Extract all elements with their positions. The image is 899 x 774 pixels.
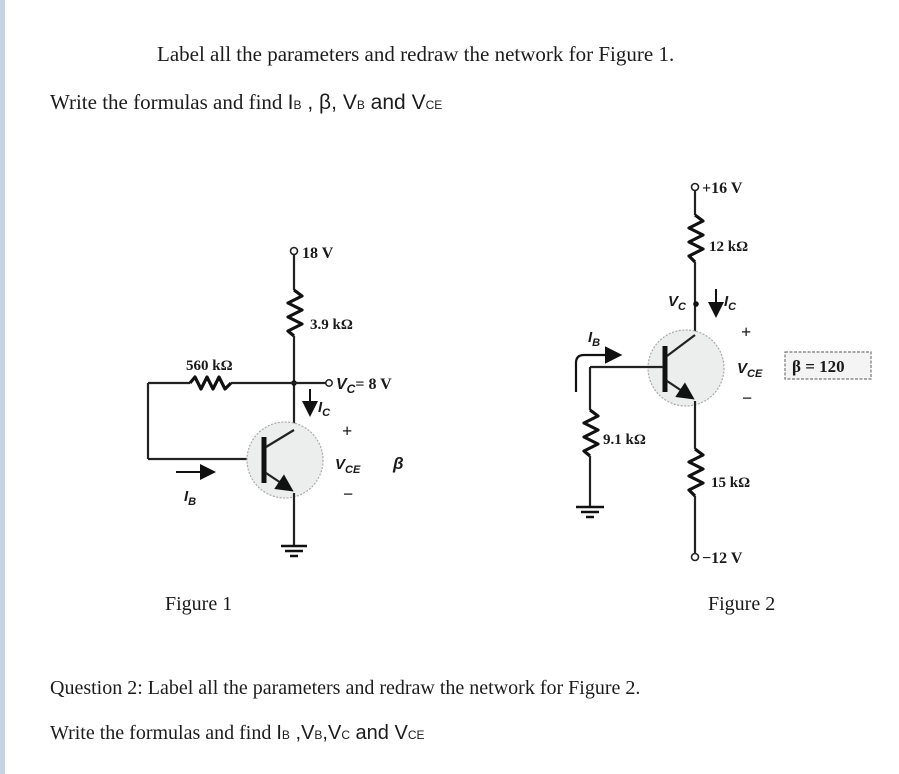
fig2-supply-pos-label: +16 V <box>702 180 743 197</box>
fig2-ib-arrow-icon <box>574 346 623 392</box>
fig2-re-label: 15 kΩ <box>711 475 750 491</box>
figure2-circuit: +16 V 12 kΩ VC IC IB 9.1 kΩ <box>574 180 872 567</box>
task-item-vb: V <box>301 722 315 744</box>
supply-terminal-icon <box>289 246 299 256</box>
task-item-ib: IB , β, VB and VCE <box>287 91 443 114</box>
task-item-vc: V <box>327 722 342 744</box>
figure1-circuit: 18 V 3.9 kΩ VC= 8 V 560 kΩ IC IB <box>146 245 404 558</box>
figure1-caption: Figure 1 <box>165 593 233 615</box>
fig2-rc-resistor <box>687 213 705 264</box>
supply-terminal-icon <box>690 552 700 562</box>
fig1-ground-icon <box>281 544 307 558</box>
fig1-rb-resistor <box>188 375 233 391</box>
fig1-rc-label: 3.9 kΩ <box>310 317 353 333</box>
fig2-vce-plus: + <box>741 322 751 342</box>
task-prefix: Write the formulas and find <box>50 90 288 114</box>
supply-terminal-icon <box>690 182 700 192</box>
fig2-beta-box: β = 120 <box>784 351 872 380</box>
fig1-npn-transistor-icon <box>246 421 324 545</box>
fig2-vc-label: VC <box>668 293 687 313</box>
question2-task: Write the formulas and find IB ,VB,VC an… <box>50 722 425 745</box>
question1-title: Label all the parameters and redraw the … <box>157 42 675 66</box>
fig2-vce-minus: − <box>742 388 752 408</box>
fig2-npn-transistor-icon <box>647 329 725 449</box>
fig1-supply-label: 18 V <box>302 245 334 262</box>
question1-task: Write the formulas and find IB , β, VB a… <box>50 90 442 115</box>
fig2-rb-label: 9.1 kΩ <box>603 432 646 448</box>
figure2-caption: Figure 2 <box>708 593 776 615</box>
task-item-vce: V <box>411 91 426 114</box>
fig2-rb-resistor <box>582 408 600 458</box>
task-items: IB ,VB,VC and VCE <box>276 722 425 744</box>
task-prefix: Write the formulas and find <box>50 722 277 744</box>
fig1-vce-label: VCE <box>335 456 361 476</box>
task-item-ib: I <box>276 722 282 744</box>
fig1-ib-label: IB <box>184 488 196 508</box>
fig1-vc-label: VC= 8 V <box>336 376 392 396</box>
task-item-beta: β <box>319 91 332 114</box>
fig1-rc-resistor <box>286 288 304 338</box>
fig2-vce-label: VCE <box>737 360 763 380</box>
fig2-ib-label: IB <box>588 329 600 349</box>
svg-text:β = 120: β = 120 <box>792 357 845 376</box>
fig2-ground-icon <box>576 505 604 519</box>
vc-terminal-icon <box>325 379 333 387</box>
window-left-edge <box>0 0 5 774</box>
task-item-vb: V <box>342 91 357 114</box>
fig1-ic-label: IC <box>318 399 331 419</box>
fig1-rb-label: 560 kΩ <box>186 358 233 374</box>
fig2-supply-neg-label: −12 V <box>702 550 743 567</box>
fig1-vce-minus: − <box>343 484 353 504</box>
fig1-beta-label: β <box>392 454 404 473</box>
fig2-rc-label: 12 kΩ <box>709 239 748 255</box>
fig2-ic-label: IC <box>724 293 737 313</box>
question2-title: Question 2: Label all the parameters and… <box>50 677 641 699</box>
fig2-re-resistor <box>687 447 705 498</box>
task-item-vce: V <box>394 722 408 744</box>
fig1-vce-plus: + <box>342 421 352 441</box>
